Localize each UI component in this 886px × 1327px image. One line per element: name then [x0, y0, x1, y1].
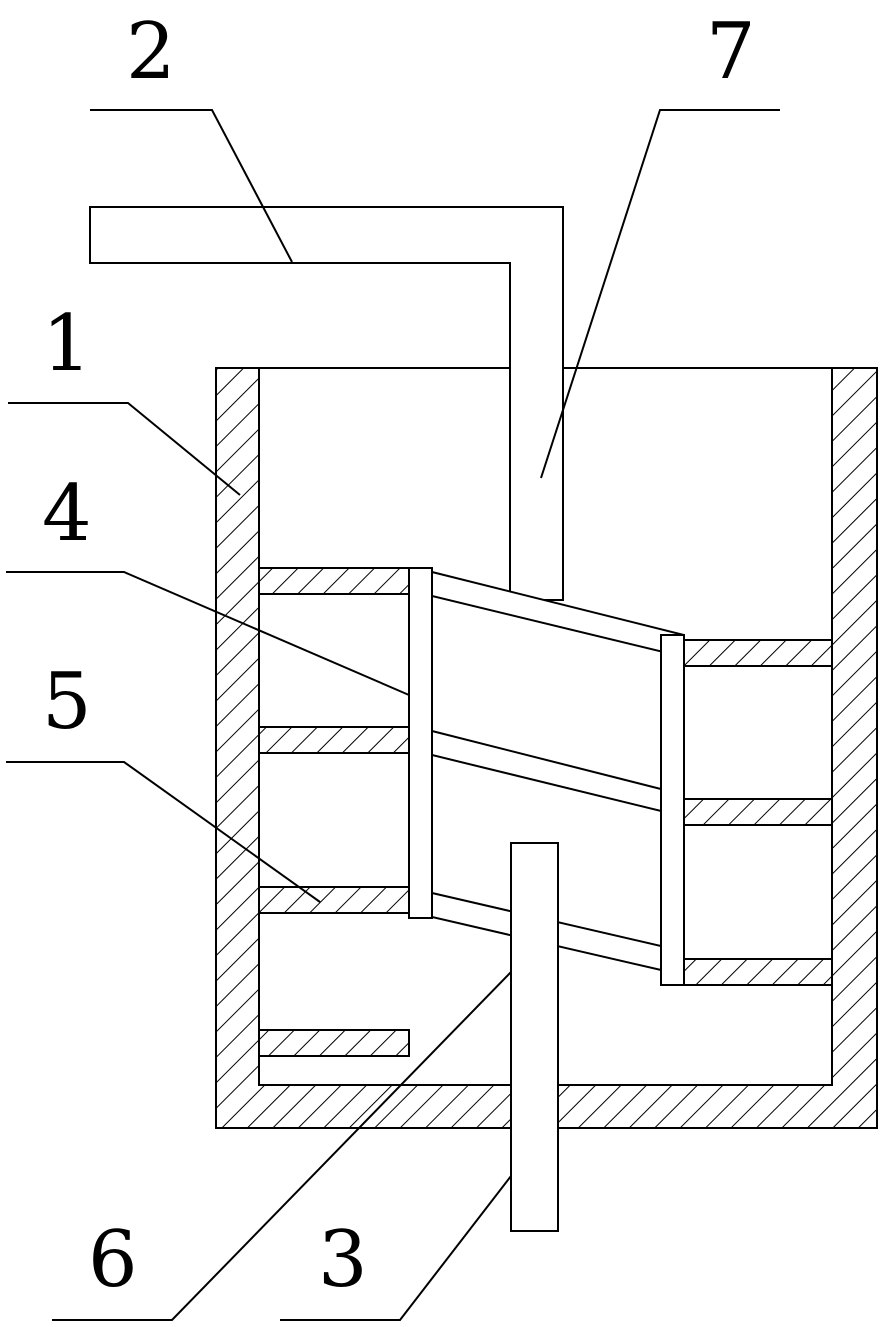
leader-7 [540, 109, 780, 479]
right-shelf-1 [683, 639, 833, 667]
leader-4 [6, 571, 410, 696]
leader-6 [52, 971, 512, 1321]
left-shelf-4 [258, 1029, 410, 1057]
leader-3 [280, 1175, 512, 1321]
callout-5: 5 [42, 657, 92, 747]
right-shelf-2 [683, 798, 833, 826]
leader-5 [6, 761, 321, 903]
callout-3: 3 [318, 1215, 368, 1305]
left-shelf-3 [258, 886, 410, 914]
left-vertical-baffle [408, 567, 433, 919]
inlet-pipe [89, 206, 564, 601]
leader-1 [8, 402, 241, 496]
left-shelf-1 [258, 567, 410, 595]
callout-labels: 1 2 3 4 5 6 7 [42, 7, 756, 1305]
leader-lines [6, 109, 780, 1321]
right-shelf-3 [683, 958, 833, 986]
callout-4: 4 [42, 469, 92, 559]
callout-2: 2 [126, 7, 176, 97]
callout-6: 6 [88, 1215, 138, 1305]
left-shelf-2 [258, 726, 410, 754]
right-vertical-baffle [660, 634, 685, 986]
leader-2 [90, 109, 293, 263]
shelves [258, 567, 833, 1057]
callout-1: 1 [42, 299, 92, 389]
inclined-plate-middle [431, 729, 662, 813]
callout-7: 7 [706, 7, 756, 97]
outlet-pipe [510, 842, 559, 1232]
